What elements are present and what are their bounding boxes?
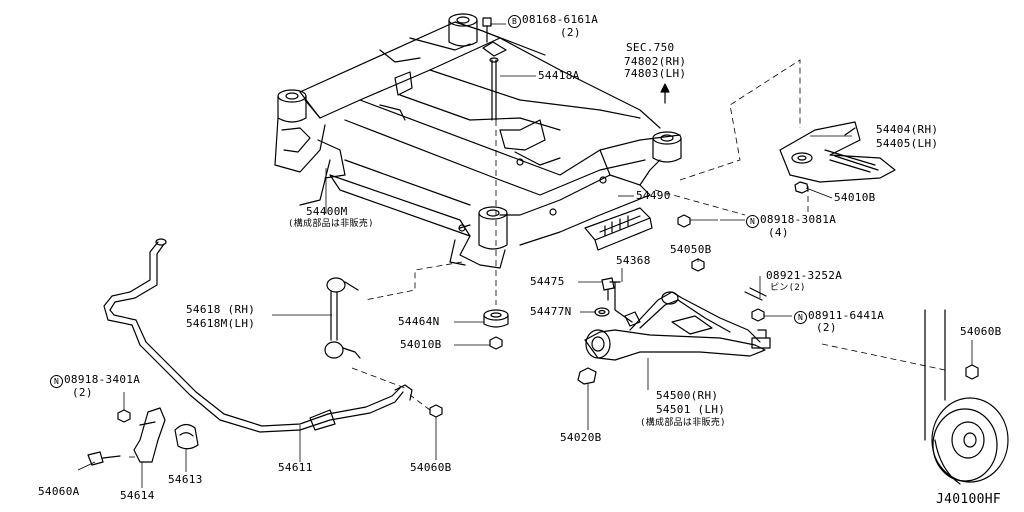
label-08911-qty: (2) <box>816 321 837 334</box>
label-54060b-bottom: 54060B <box>410 461 452 474</box>
label-54475: 54475 <box>530 275 565 288</box>
n-circle-icon: N <box>50 375 63 388</box>
dashed-lines <box>125 60 945 457</box>
label-54464n: 54464N <box>398 315 440 328</box>
lower-arm-54500 <box>585 292 770 360</box>
stabilizer-bar-54611 <box>104 239 412 432</box>
label-54490: 54490 <box>636 189 671 202</box>
label-54060b-right: 54060B <box>960 325 1002 338</box>
subframe-54400m <box>275 14 681 268</box>
label-08921-pin: ピン(2) <box>770 283 806 293</box>
label-54010b-top: 54010B <box>834 191 876 204</box>
n-circle-icon: N <box>746 215 759 228</box>
label-54400m: 54400M <box>306 205 348 218</box>
label-54010b-mid: 54010B <box>400 338 442 351</box>
bolt-54475 <box>602 278 614 300</box>
label-54020b: 54020B <box>560 431 602 444</box>
bushing-54464n <box>484 310 508 349</box>
cotter-pin <box>745 288 766 300</box>
leader-lines <box>78 24 972 488</box>
bracket-54614 <box>134 408 165 462</box>
label-54400m-note: (構成部品は非販売) <box>288 219 374 229</box>
label-54500-note: (構成部品は非販売) <box>640 418 726 428</box>
label-08168-qty: (2) <box>560 26 581 39</box>
label-08918-3401a-qty: (2) <box>72 386 93 399</box>
label-08918-3081a-qty: (4) <box>768 226 789 239</box>
label-54614: 54614 <box>120 489 155 502</box>
diagram-code: J40100HF <box>936 492 1002 507</box>
n-circle-icon: N <box>794 311 807 324</box>
nut-54020b <box>578 368 596 384</box>
label-sec750: SEC.750 <box>626 41 675 54</box>
label-54613: 54613 <box>168 473 203 486</box>
nut-08911 <box>752 309 764 321</box>
label-08921-3252a: 08921-3252A <box>766 269 843 282</box>
nut-08918-3081a <box>678 215 690 227</box>
bushing-54613 <box>175 424 198 448</box>
label-54418a: 54418A <box>538 69 580 82</box>
label-54501-lh: 54501 (LH) <box>656 403 726 416</box>
label-54060a: 54060A <box>38 485 80 498</box>
label-54618m-lh: 54618M(LH) <box>186 317 256 330</box>
washer-54477n <box>595 308 609 316</box>
brake-rotor <box>925 310 1008 484</box>
stabilizer-link-54618 <box>325 278 360 358</box>
label-54404-rh: 54404(RH) <box>876 123 939 136</box>
label-54368: 54368 <box>616 254 651 267</box>
label-54611: 54611 <box>278 461 313 474</box>
label-sec750-lh: 74803(LH) <box>624 67 687 80</box>
label-54050b: 54050B <box>670 243 712 256</box>
label-54500-rh: 54500(RH) <box>656 389 719 402</box>
label-sec750-rh: 74802(RH) <box>624 55 687 68</box>
b-circle-icon: B <box>508 15 521 28</box>
bolt-54418a <box>483 18 506 120</box>
label-54477n: 54477N <box>530 305 572 318</box>
bracket-54404 <box>780 122 895 193</box>
label-54618-rh: 54618 (RH) <box>186 303 256 316</box>
label-54405-lh: 54405(LH) <box>876 137 939 150</box>
